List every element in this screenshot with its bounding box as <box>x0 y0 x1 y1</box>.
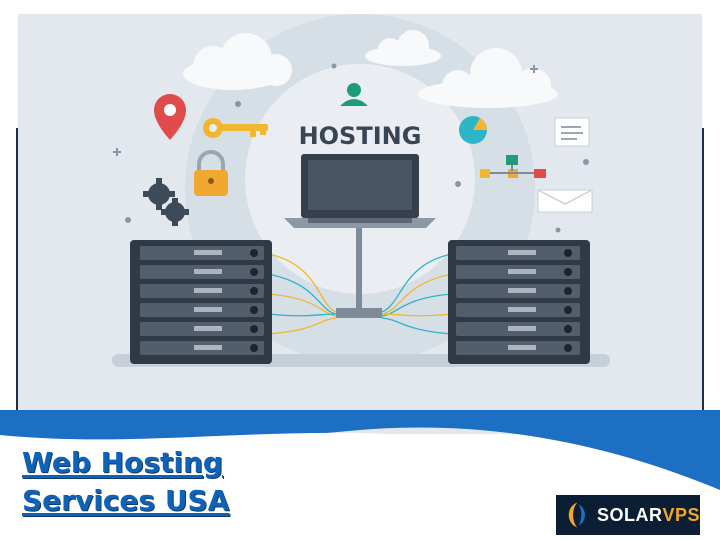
cloud-icon <box>418 48 558 108</box>
left-divider <box>16 128 18 428</box>
hosting-sign-text: HOSTING <box>299 122 422 150</box>
location-pin-icon <box>154 94 186 140</box>
cloud-icon <box>365 30 441 66</box>
logo-wordmark: SOLAR VPS <box>597 505 700 526</box>
wave-band <box>0 410 720 510</box>
envelope-icon <box>537 189 593 213</box>
hosting-illustration-art: HOSTING <box>112 14 610 367</box>
logo-mark-icon <box>568 502 585 528</box>
title-line-2: Services USA <box>22 484 230 517</box>
data-wires <box>267 253 453 335</box>
page-title: Web Hosting Services USA <box>22 444 229 520</box>
user-icon <box>340 83 368 106</box>
network-icon <box>480 155 546 178</box>
network-cable <box>336 228 382 318</box>
sparkle-dots <box>113 63 589 233</box>
document-icon <box>554 117 590 147</box>
server-rack-icon <box>448 240 590 364</box>
cloud-icon <box>183 33 292 90</box>
logo-text-vps: VPS <box>662 504 700 525</box>
gears-icon <box>143 178 189 226</box>
key-icon <box>203 118 268 138</box>
title-line-1: Web Hosting <box>22 446 223 479</box>
hosting-illustration: HOSTING <box>18 14 702 434</box>
padlock-icon <box>194 150 228 196</box>
logo-text-solar: SOLAR <box>596 504 663 525</box>
laptop-icon <box>284 154 436 228</box>
right-divider <box>702 128 704 428</box>
solarvps-logo: SOLAR VPS <box>556 495 700 535</box>
server-rack-icon <box>130 240 272 364</box>
pie-chart-icon <box>459 116 487 144</box>
